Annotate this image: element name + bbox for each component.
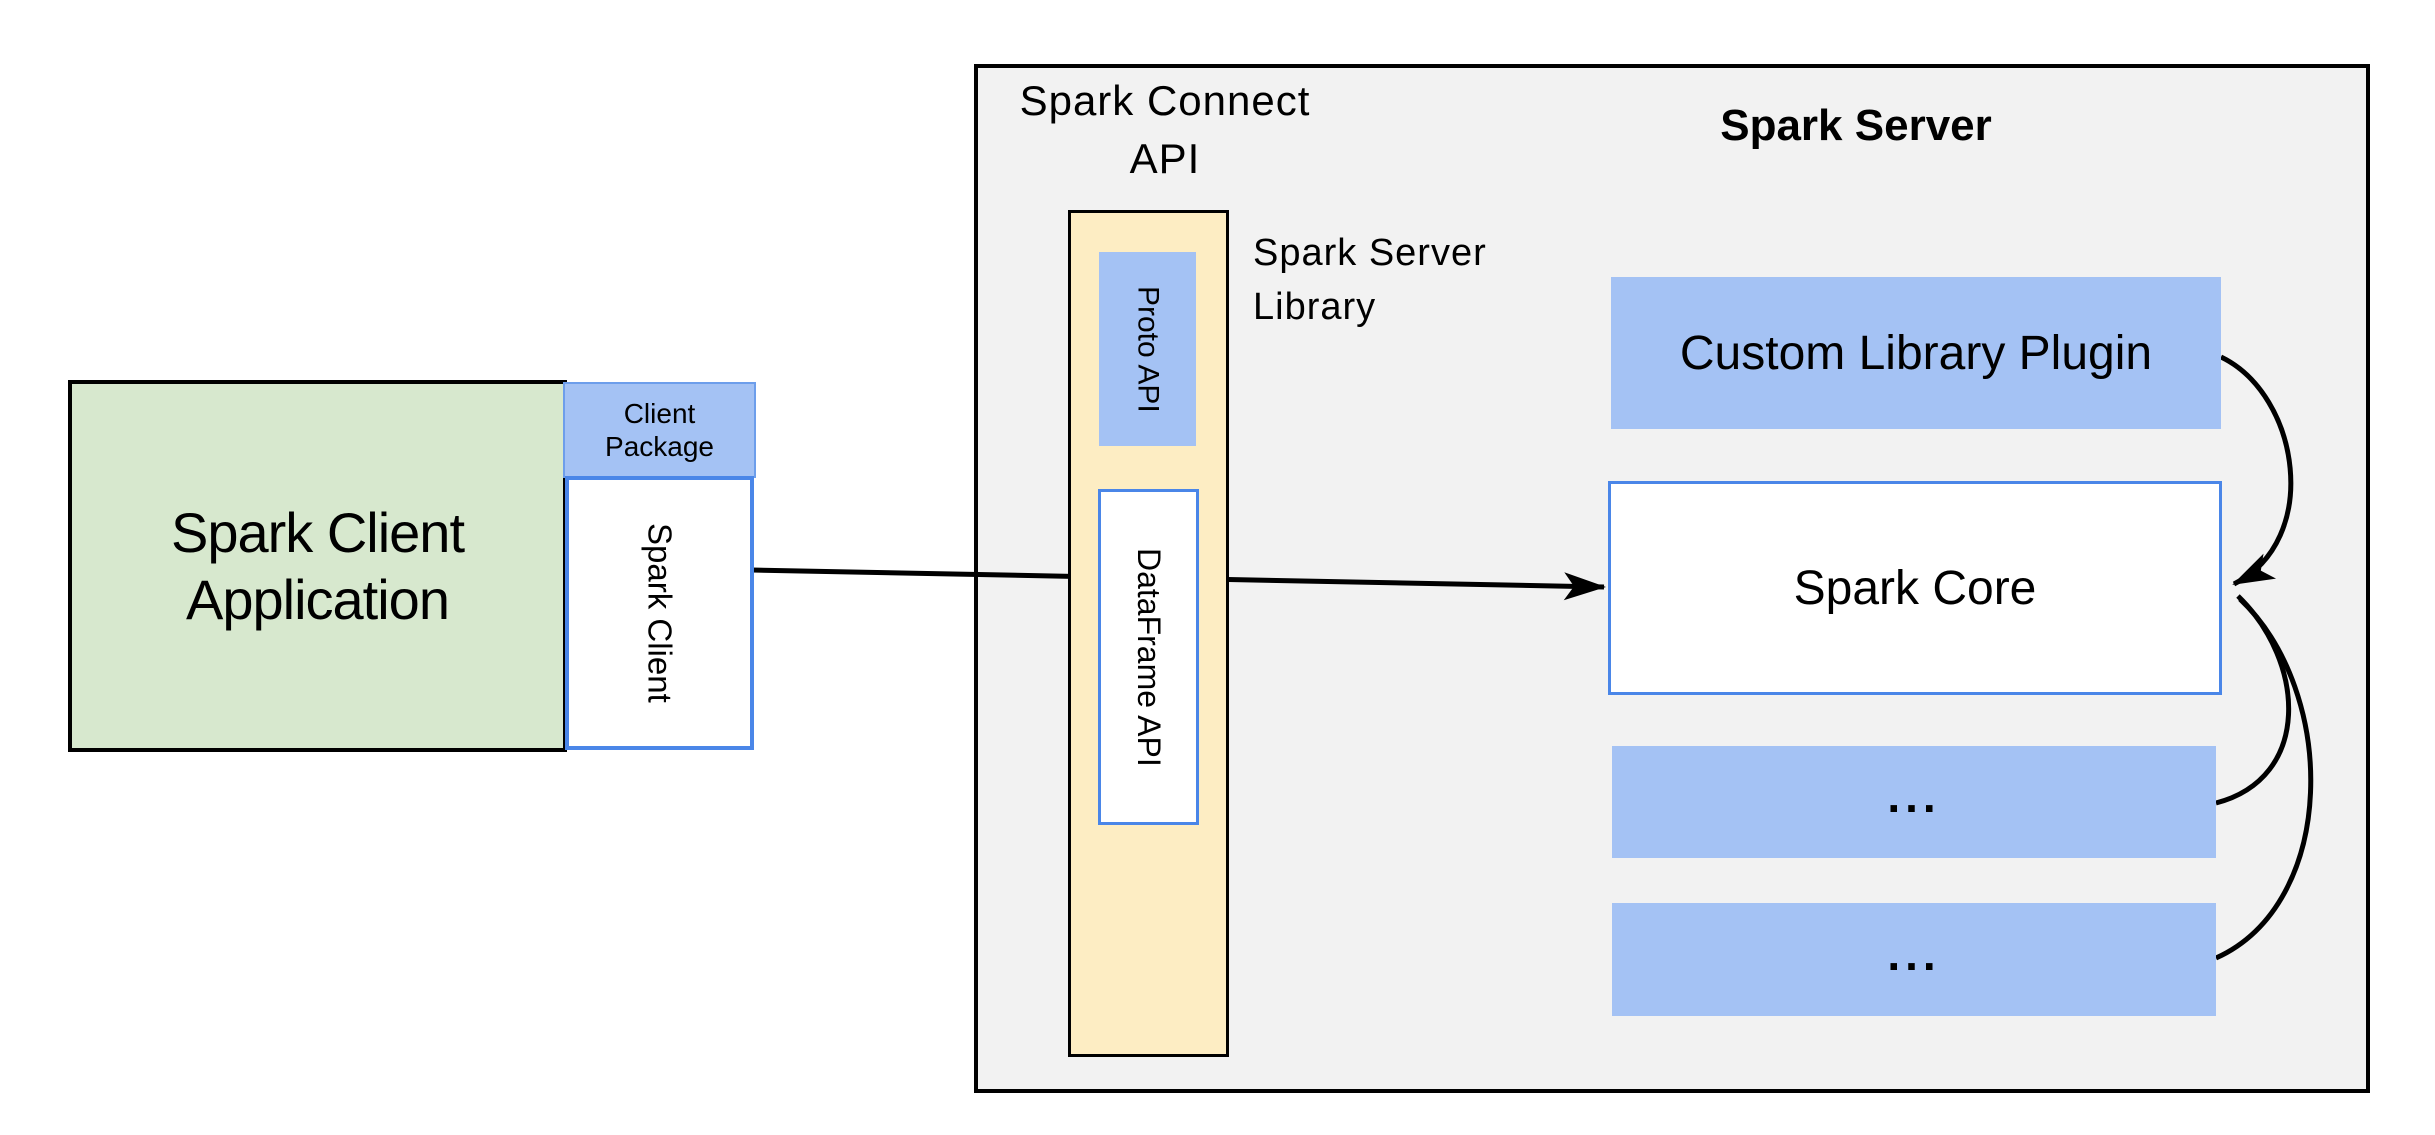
spark-client-label: Spark Client <box>641 523 679 703</box>
spark-core-box: Spark Core <box>1608 481 2222 695</box>
spark-core-label: Spark Core <box>1793 561 2037 615</box>
proto-api-box: Proto API <box>1099 252 1196 446</box>
spark-client-application-line1: Spark Client <box>170 501 465 564</box>
client-package-line2: Package <box>605 431 714 462</box>
spark-server-library-label: Spark Server Library <box>1253 226 1573 334</box>
custom-library-plugin-box: Custom Library Plugin <box>1611 277 2221 429</box>
spark-server-library-line1: Spark Server <box>1253 232 1487 274</box>
proto-api-label: Proto API <box>1131 285 1165 413</box>
plugin-placeholder-1-label: ... <box>1887 770 1941 822</box>
spark-client-application-line2: Application <box>186 568 450 631</box>
client-package-line1: Client <box>623 398 696 429</box>
dataframe-api-label: DataFrame API <box>1131 547 1167 767</box>
spark-connect-api-line2: API <box>1129 135 1201 182</box>
spark-server-library-line2: Library <box>1253 286 1377 328</box>
spark-server-title: Spark Server <box>1720 101 1992 150</box>
plugin-placeholder-box-1: ... <box>1612 746 2216 858</box>
plugin-placeholder-2-label: ... <box>1887 927 1941 980</box>
client-package-box: Client Package <box>563 382 756 478</box>
spark-connect-api-line1: Spark Connect <box>1019 77 1311 124</box>
spark-connect-api-label: Spark Connect API <box>965 72 1365 188</box>
dataframe-api-box: DataFrame API <box>1098 489 1199 825</box>
spark-client-box: Spark Client <box>565 476 754 750</box>
custom-library-plugin-label: Custom Library Plugin <box>1679 326 2153 380</box>
plugin-placeholder-box-2: ... <box>1612 903 2216 1016</box>
spark-client-application-box: Spark Client Application <box>68 380 567 752</box>
